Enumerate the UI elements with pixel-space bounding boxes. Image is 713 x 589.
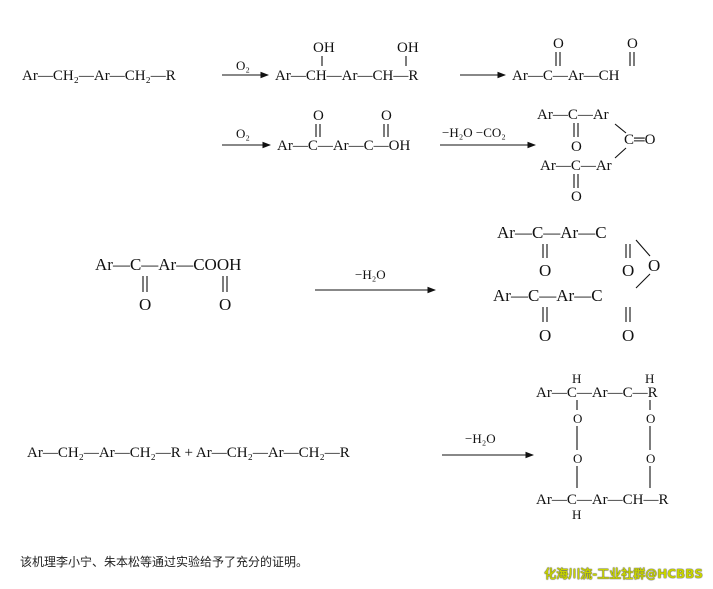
bond <box>635 273 651 289</box>
oxygen-label: O <box>313 108 324 124</box>
hydroxyl-label: OH <box>313 40 335 56</box>
scheme1-row1: Ar—CH₂—Ar—CH₂—R O₂ Ar—CH—Ar—CH—R OH OH A… <box>22 36 638 84</box>
conditions-label: −H₂O <box>355 267 386 282</box>
peroxide-bottom: Ar—C—Ar—CH—R <box>536 492 669 508</box>
hydrogen-label: H <box>572 371 581 386</box>
caption-text: 该机理李小宁、朱本松等通过实验给予了充分的证明。 <box>20 555 309 569</box>
reactant-formula: Ar—CH₂—Ar—CH₂—R <box>22 68 176 84</box>
oxygen-label: O <box>381 108 392 124</box>
oxygen-label: O <box>622 261 634 280</box>
scheme3: Ar—CH₂—Ar—CH₂—R + Ar—CH₂—Ar—CH₂—R −H₂O H… <box>27 371 669 522</box>
bond <box>614 147 627 159</box>
ketoacid-formula: Ar—C—Ar—COOH <box>95 255 241 274</box>
ketoaldehyde-formula: Ar—C—Ar—CH <box>512 68 620 84</box>
oxygen-label: O <box>573 411 582 426</box>
oxygen-label: O <box>646 411 655 426</box>
reagent-label: O₂ <box>236 126 250 141</box>
oxygen-label: O <box>573 451 582 466</box>
diol-formula: Ar—CH—Ar—CH—R <box>275 68 418 84</box>
diketone-top: Ar—C—Ar <box>537 107 609 123</box>
anhydride-top: Ar—C—Ar—C <box>497 223 607 242</box>
watermark: 化海川流-工业社群@HCBBS <box>544 567 703 581</box>
diketone-bottom: Ar—C—Ar <box>540 158 612 174</box>
bridging-oxygen: O <box>648 256 660 275</box>
oxygen-label: O <box>571 139 582 155</box>
conditions-label: −H₂O <box>465 431 496 446</box>
oxygen-label: O <box>139 295 151 314</box>
oxygen-label: O <box>539 326 551 345</box>
peroxide-top: Ar—C—Ar—C—R <box>536 385 658 401</box>
anhydride-bottom: Ar—C—Ar—C <box>493 286 603 305</box>
ketone-group: C═O <box>624 132 656 148</box>
oxygen-label: O <box>219 295 231 314</box>
hydrogen-label: H <box>572 507 581 522</box>
hydroxyl-label: OH <box>397 40 419 56</box>
conditions-label: −H₂O −CO₂ <box>442 125 506 140</box>
reactants-formula: Ar—CH₂—Ar—CH₂—R + Ar—CH₂—Ar—CH₂—R <box>27 445 350 461</box>
oxygen-label: O <box>539 261 551 280</box>
bond <box>614 123 627 134</box>
oxygen-label: O <box>571 189 582 205</box>
oxygen-label: O <box>627 36 638 52</box>
scheme2: Ar—C—Ar—COOH O O −H₂O Ar—C—Ar—C O O O Ar… <box>95 223 660 345</box>
hydrogen-label: H <box>645 371 654 386</box>
scheme1-row2: O₂ Ar—C—Ar—C—OH O O −H₂O −CO₂ Ar—C—Ar O … <box>222 107 656 205</box>
reagent-label: O₂ <box>236 58 250 73</box>
oxygen-label: O <box>622 326 634 345</box>
oxygen-label: O <box>646 451 655 466</box>
oxygen-label: O <box>553 36 564 52</box>
bond <box>635 239 651 257</box>
ketoacid-formula: Ar—C—Ar—C—OH <box>277 138 410 154</box>
